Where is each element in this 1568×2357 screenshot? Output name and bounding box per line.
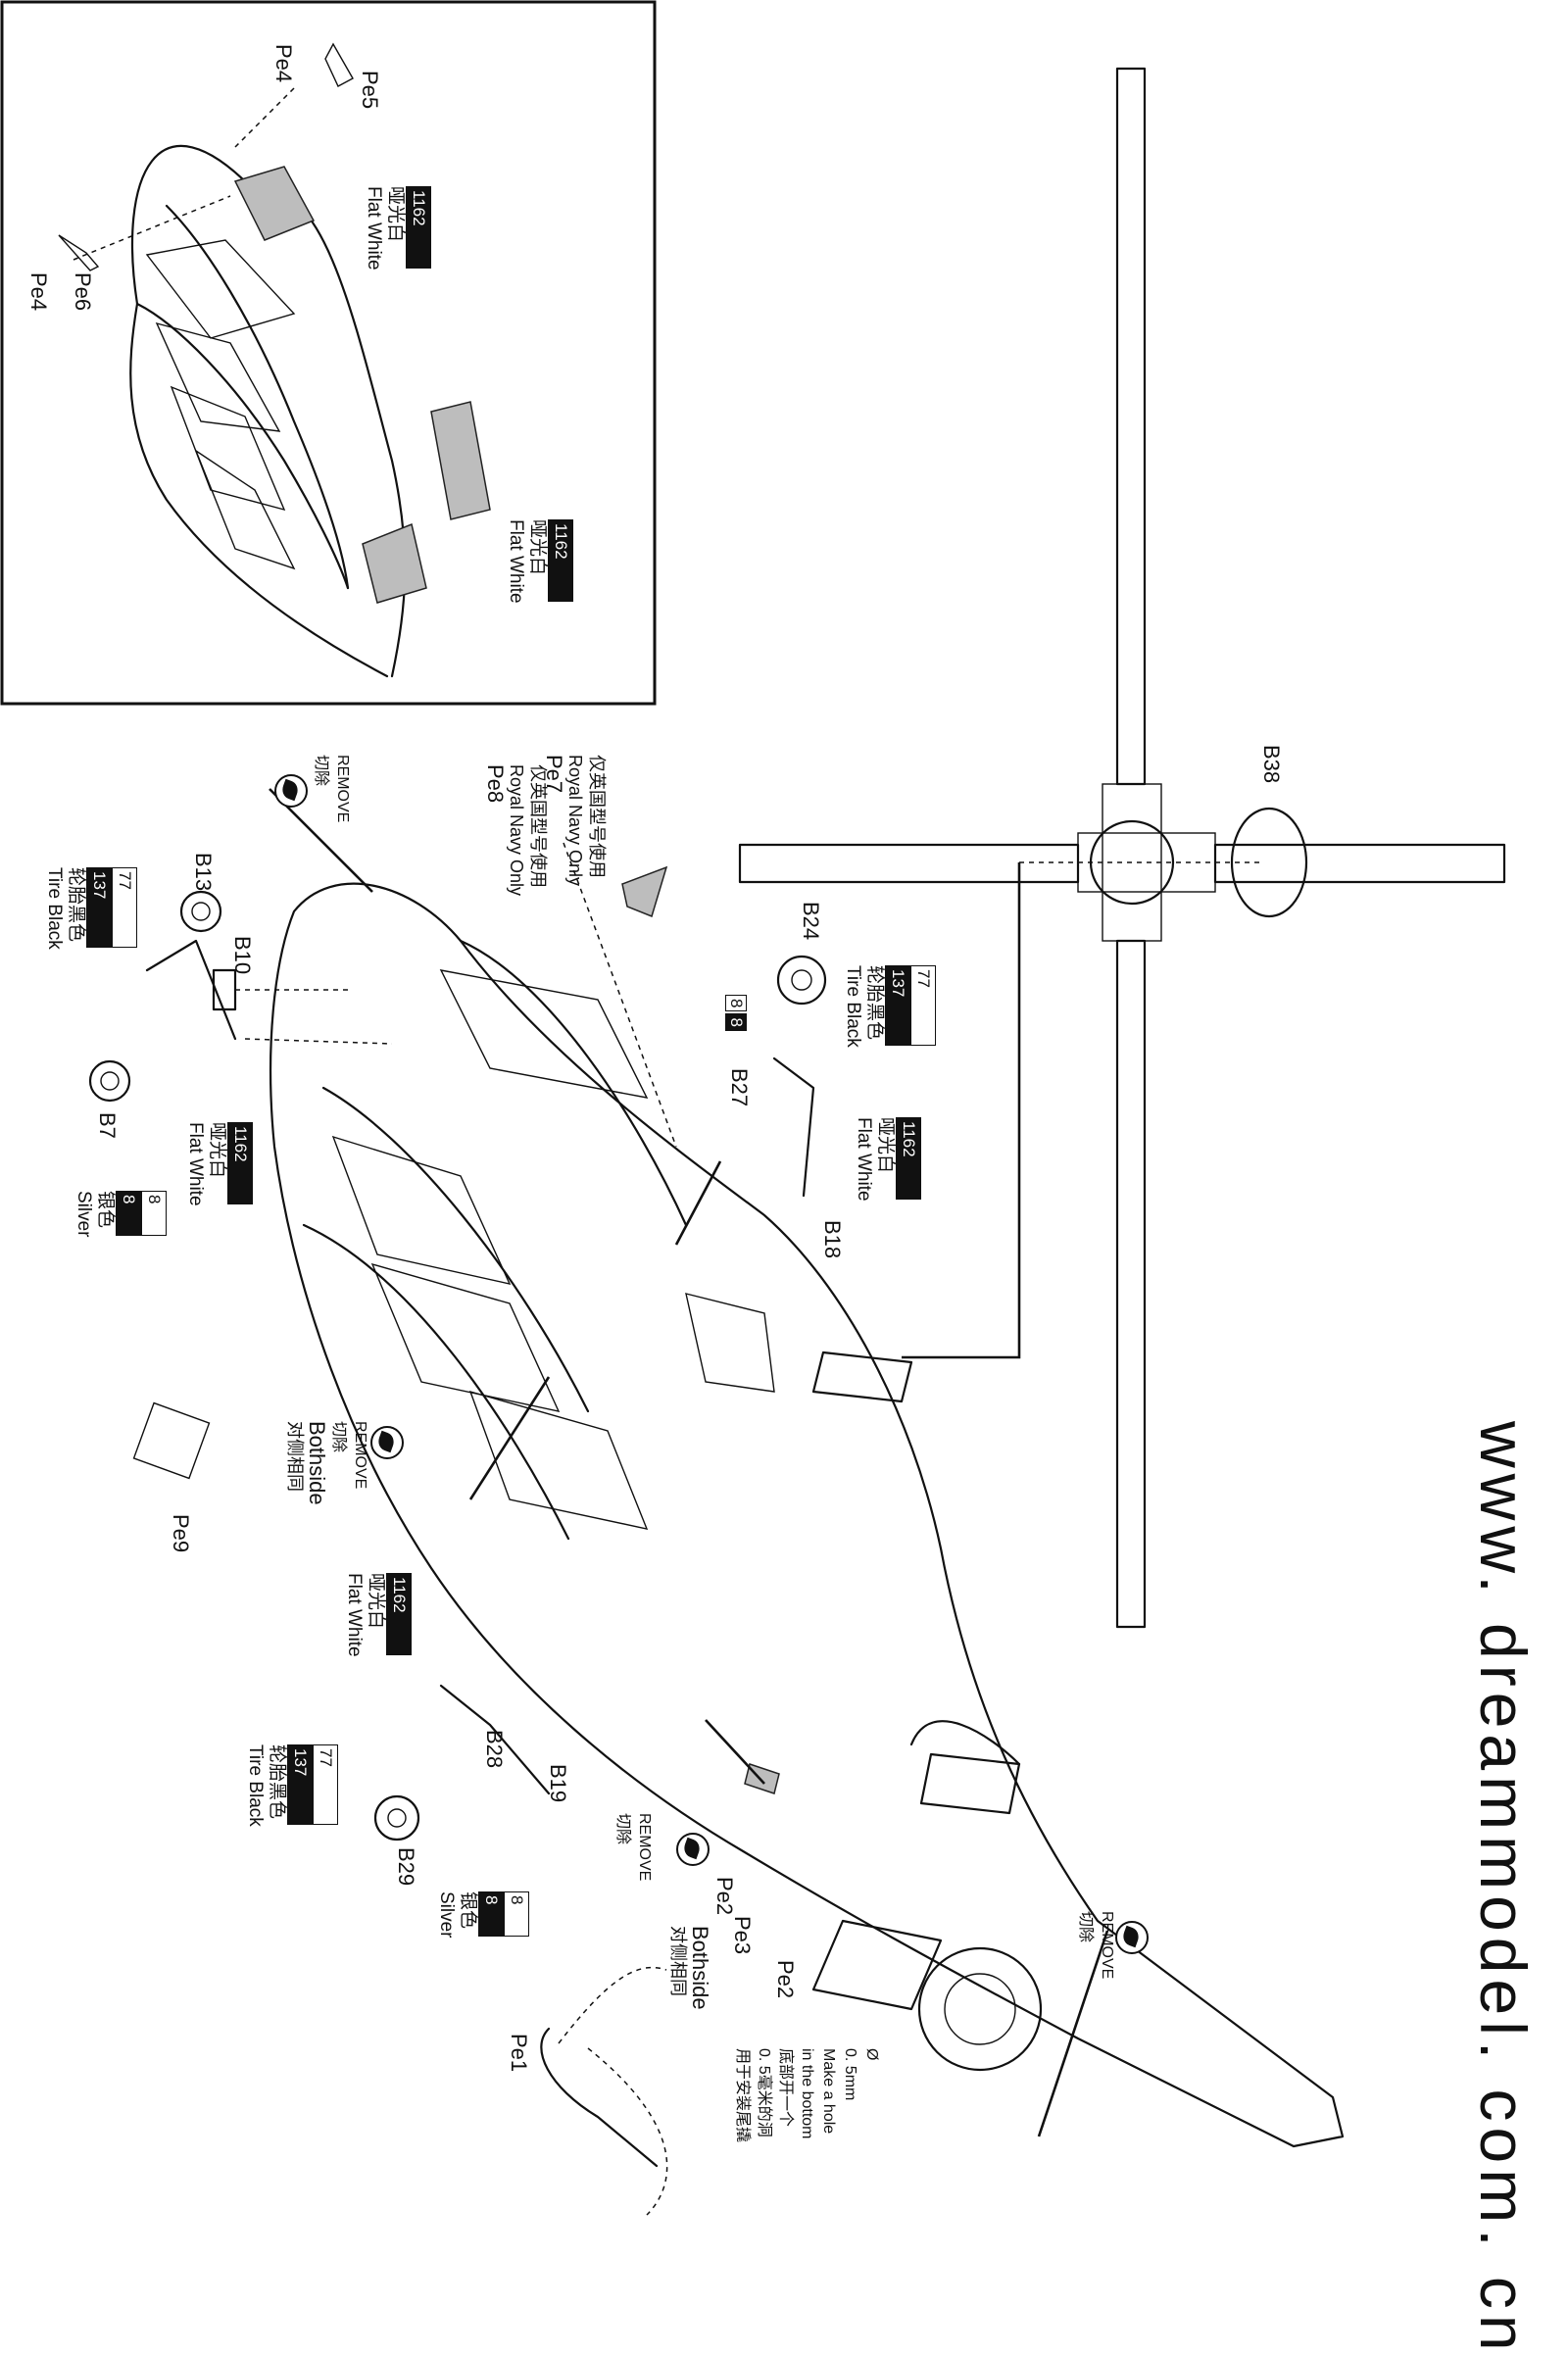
paint-cn: 哑光白	[527, 519, 548, 576]
part-label-pe1: Pe1	[507, 2034, 531, 2073]
paint-cn: 哑光白	[385, 186, 406, 243]
part-label-pe9: Pe9	[169, 1514, 193, 1553]
part-label-b28: B28	[482, 1730, 507, 1769]
flat-white-callout-b10: 1162 哑光白 Flat White	[184, 1122, 253, 1206]
pe1-skid	[540, 2027, 659, 2168]
inset-nose-drawing	[58, 42, 491, 678]
silver-code-b24: 88	[725, 995, 747, 1033]
part-label-pe6: Pe6	[71, 272, 95, 312]
remove-icon	[1115, 1921, 1149, 1954]
fuselage-drawing	[269, 882, 1345, 2148]
part-label-b29: B29	[394, 1847, 418, 1887]
main-rotor-drawing	[738, 67, 1506, 1629]
flat-white-callout-b28: 1162 哑光白 Flat White	[343, 1573, 412, 1657]
royal-navy-cn: 仅英国型号使用	[587, 755, 607, 878]
remove-icon	[274, 774, 308, 808]
paint-en: Flat White	[506, 519, 526, 604]
paint-callout-inset-1: 1162 哑光白 Flat White	[363, 186, 431, 270]
paint-en: Flat White	[364, 186, 384, 270]
assembly-diagram	[0, 0, 1506, 2216]
remove-icon	[370, 1426, 404, 1459]
remove-note-bothside: REMOVE 切除 Bothside 对侧相同	[285, 1421, 368, 1505]
pe9-grid	[132, 1401, 211, 1480]
part-label-b24: B24	[799, 902, 823, 941]
part-label-pe4-top: Pe4	[271, 44, 296, 83]
part-label-pe8: Pe8	[483, 764, 508, 804]
part-label-pe5: Pe5	[358, 71, 382, 110]
royal-navy-en: Royal Navy Only	[565, 755, 585, 887]
rotor-hub-icon	[1230, 807, 1308, 918]
remove-note-nose: REMOVE 切除	[313, 755, 351, 823]
paint-callout-inset-2: 1162 哑光白 Flat White	[505, 519, 573, 604]
inset-frame	[0, 0, 657, 706]
pe8-callout: 仅英国型号使用 Royal Navy Only Pe8	[483, 764, 549, 897]
remove-icon	[676, 1833, 710, 1866]
part-label-pe3: Pe3	[730, 1916, 755, 1955]
part-label-pe2-right: Pe2	[773, 1960, 798, 1999]
part-label-pe4-bottom: Pe4	[26, 272, 51, 312]
paint-code: 1162	[406, 186, 431, 269]
part-label-b13: B13	[191, 853, 216, 892]
paint-code: 1162	[548, 519, 573, 602]
bothside-note-rear: Bothside 对侧相同	[668, 1926, 712, 2010]
part-label-b7: B7	[95, 1112, 120, 1139]
part-label-b10: B10	[230, 936, 255, 975]
flat-white-callout-b27: 1162 哑光白 Flat White	[853, 1117, 921, 1202]
part-label-b38: B38	[1259, 745, 1284, 784]
part-label-b18: B18	[820, 1220, 845, 1259]
website-url: www. dreammodel. com. cn	[1467, 1421, 1540, 2357]
remove-note-tail: REMOVE 切除	[1077, 1911, 1115, 1980]
pe7-callout: 仅英国型号使用 Royal Navy Only Pe7	[542, 755, 608, 887]
remove-note-rear: REMOVE 切除	[614, 1813, 653, 1882]
part-label-pe2-left: Pe2	[712, 1877, 737, 1916]
royal-navy-cn: 仅英国型号使用	[528, 764, 548, 888]
part-label-b27: B27	[727, 1068, 752, 1107]
pe7-plate	[621, 865, 668, 918]
part-label-b19: B19	[546, 1764, 570, 1803]
diameter-icon: Ø	[863, 2048, 880, 2061]
royal-navy-en: Royal Navy Only	[507, 764, 526, 897]
hole-note: Ø 0. 5mm Make a hole in the bottom 底部开一个…	[734, 2048, 880, 2143]
